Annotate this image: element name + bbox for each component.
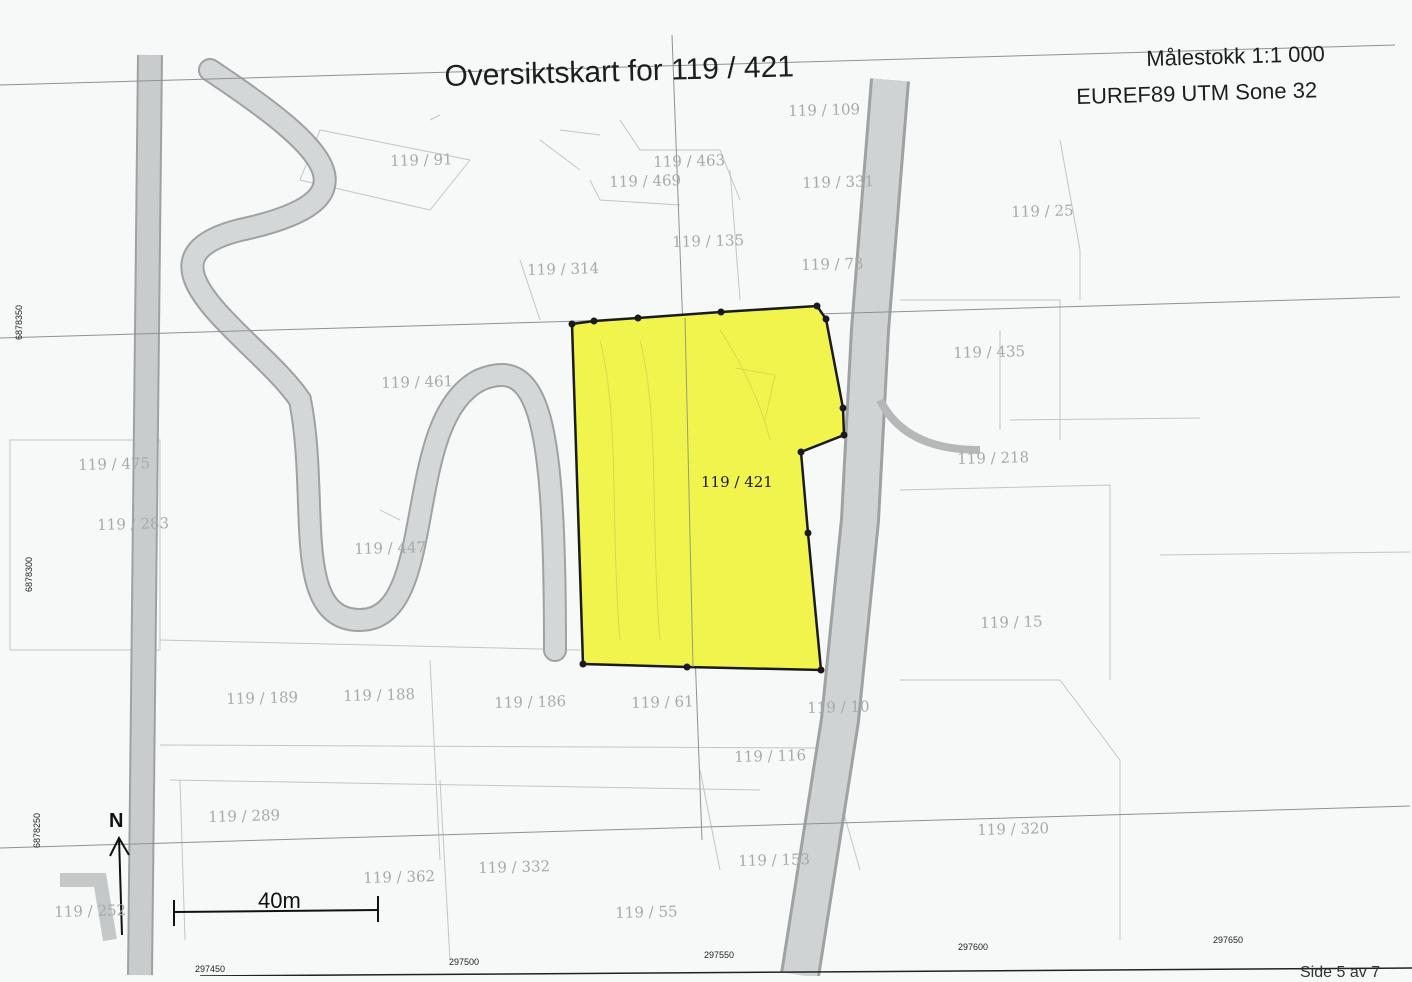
page-edge-line <box>199 967 1412 977</box>
parcel-label: 119 / 469 <box>609 171 682 191</box>
parcel-label: 119 / 320 <box>977 819 1050 839</box>
parcel-label: 119 / 10 <box>807 697 870 717</box>
main-parcel-label: 119 / 421 <box>701 473 773 491</box>
page-indicator: Side 5 av 7 <box>1300 964 1381 981</box>
parcel-label: 119 / 15 <box>980 612 1043 632</box>
parcel-label: 119 / 189 <box>226 688 299 708</box>
north-label: N <box>109 810 124 832</box>
parcel-label: 119 / 461 <box>381 372 454 392</box>
northing-tick: 6878300 <box>24 556 34 592</box>
parcel-label: 119 / 153 <box>738 850 811 870</box>
parcel-label: 119 / 463 <box>653 151 726 171</box>
parcel-label: 119 / 362 <box>363 867 436 887</box>
parcel-boundaries <box>9 114 1411 961</box>
parcel-label: 119 / 331 <box>802 172 875 192</box>
parcel-label: 119 / 188 <box>343 685 416 705</box>
parcel-label: 119 / 447 <box>354 538 427 558</box>
north-arrow-icon <box>109 835 130 936</box>
parcel-label: 119 / 475 <box>78 454 151 474</box>
main-parcel-polygon[interactable] <box>570 304 846 672</box>
easting-tick: 297450 <box>195 964 226 974</box>
parcel-label: 119 / 91 <box>390 150 453 170</box>
scale-bar <box>173 896 379 926</box>
parcel-label: 119 / 61 <box>631 692 694 712</box>
easting-tick: 297500 <box>449 957 480 967</box>
scalebar-label: 40m <box>258 888 301 913</box>
parcel-label: 119 / 332 <box>478 857 551 877</box>
easting-tick: 297600 <box>958 942 989 952</box>
parcel-label: 119 / 109 <box>788 100 861 120</box>
parcel-label: 119 / 55 <box>615 902 678 922</box>
parcel-label: 119 / 218 <box>957 448 1030 468</box>
northing-tick: 6878250 <box>32 812 42 848</box>
northing-tick: 6878350 <box>14 304 24 340</box>
parcel-label: 119 / 186 <box>494 692 567 712</box>
parcel-label: 119 / 135 <box>672 231 745 251</box>
easting-tick: 297550 <box>704 950 735 960</box>
parcel-label: 119 / 314 <box>527 259 600 279</box>
parcel-label: 119 / 73 <box>801 254 864 274</box>
map-scale: Målestokk 1:1 000 <box>1146 41 1326 71</box>
parcel-vertices <box>568 302 848 674</box>
parcel-label: 119 / 25 <box>1011 201 1074 221</box>
easting-tick: 297650 <box>1213 935 1244 945</box>
parcel-label: 119 / 289 <box>208 806 281 826</box>
parcel-label: 119 / 116 <box>734 746 807 766</box>
parcel-label: 119 / 252 <box>54 901 127 921</box>
roads <box>60 54 981 979</box>
parcel-contours <box>599 329 776 641</box>
parcel-label: 119 / 435 <box>953 342 1026 362</box>
grid-line-over-parcel <box>684 317 694 668</box>
parcel-label: 119 / 283 <box>97 514 170 534</box>
